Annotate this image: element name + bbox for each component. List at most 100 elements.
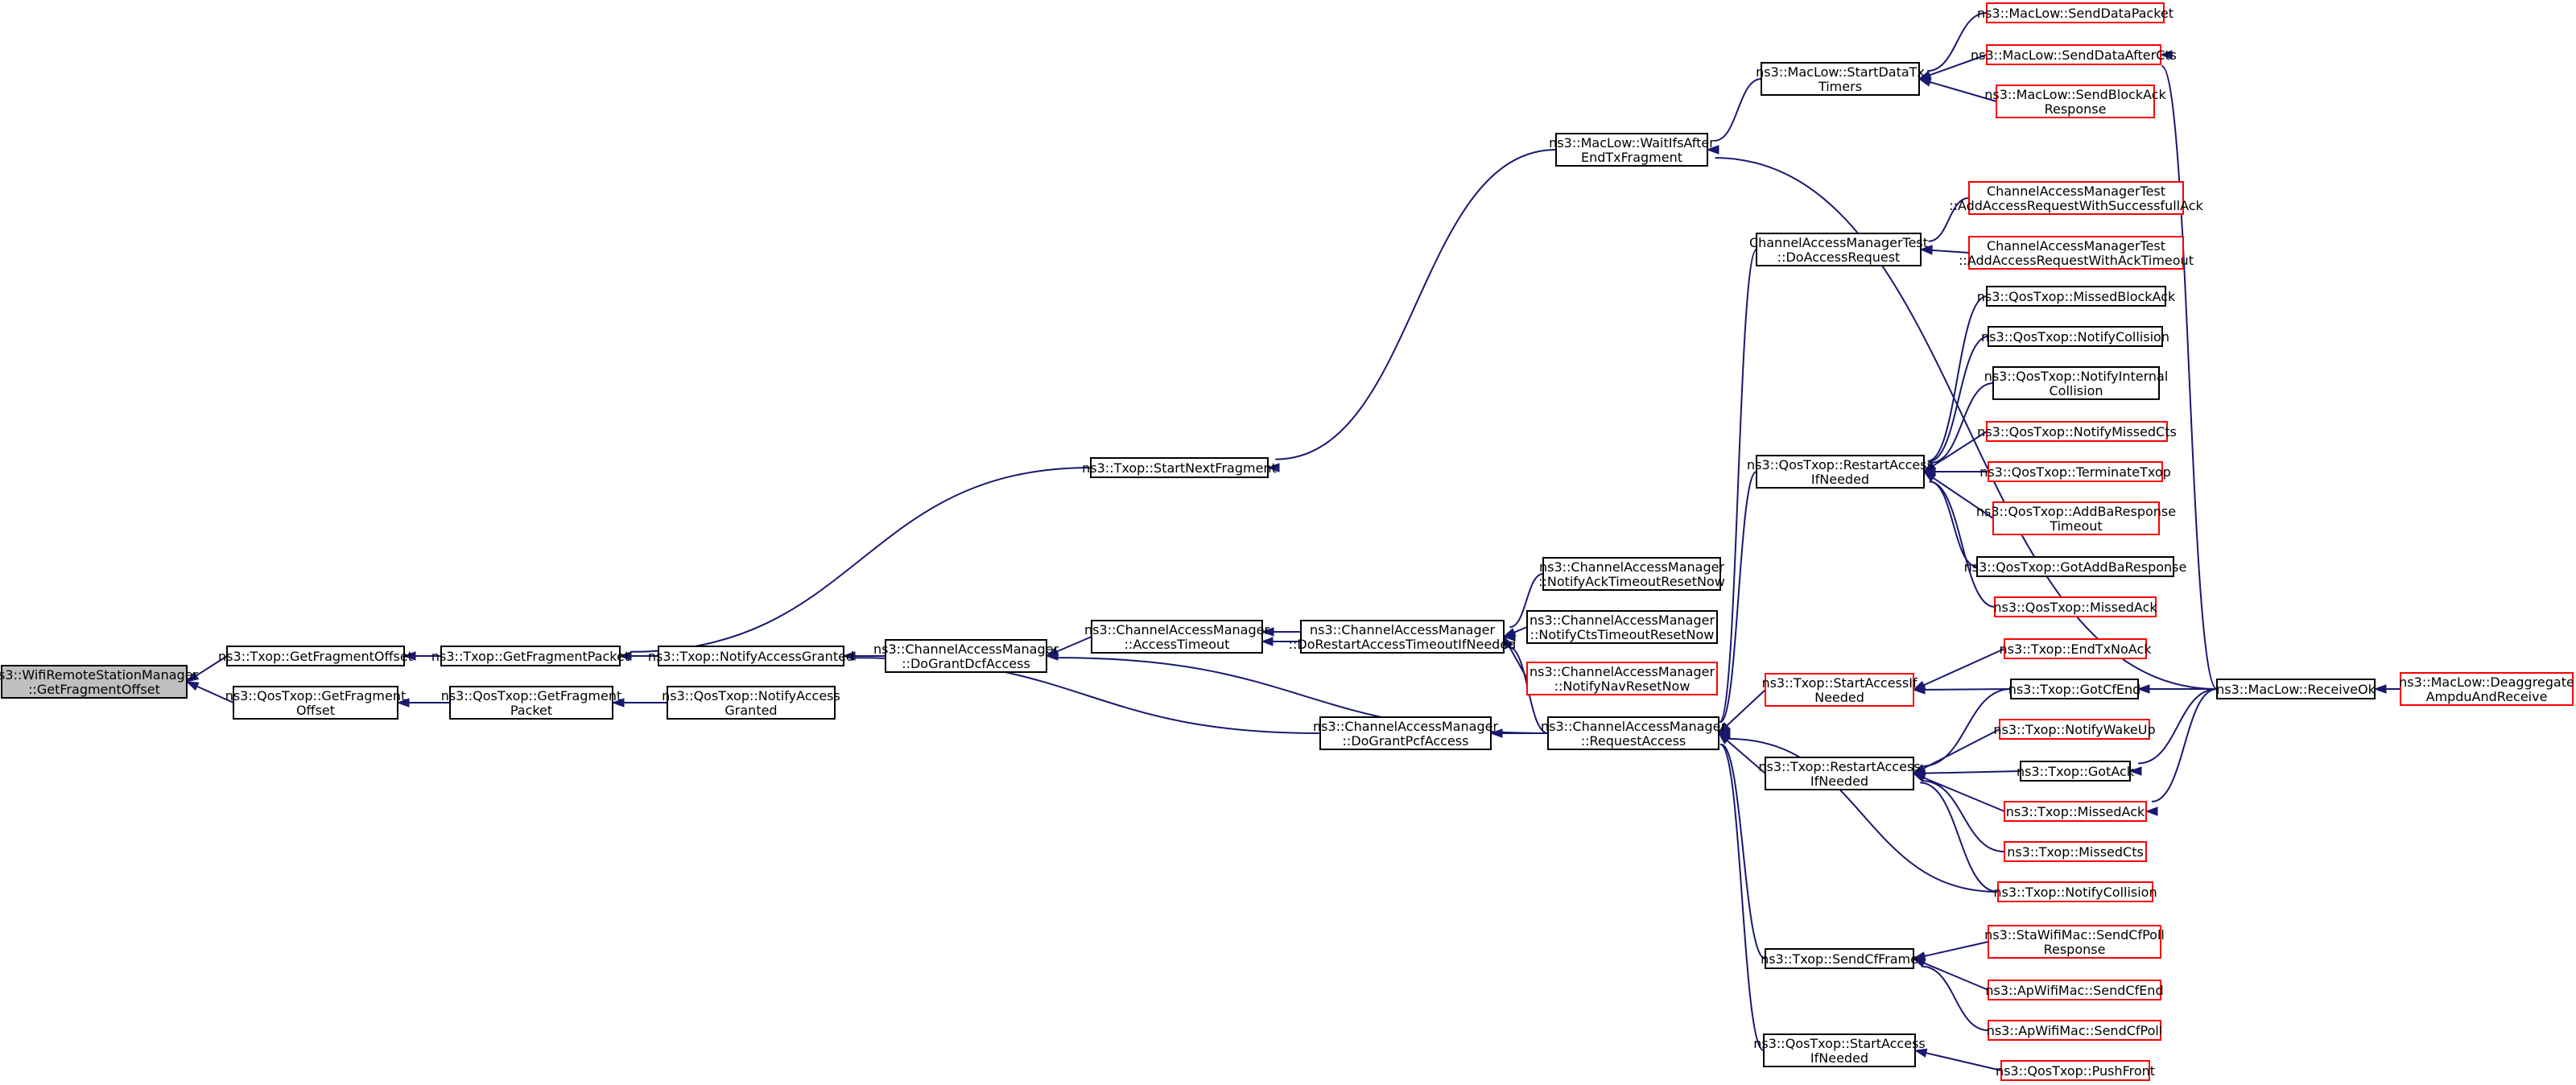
node-label: AmpduAndReceive xyxy=(2426,689,2548,704)
graph-node[interactable]: ns3::Txop::NotifyAccessGranted xyxy=(648,646,854,666)
graph-node[interactable]: ns3::Txop::NotifyCollision xyxy=(1993,881,2157,902)
graph-node[interactable]: ChannelAccessManagerTest::AddAccessReque… xyxy=(1949,181,2204,215)
node-label: ns3::Txop::GetFragmentOffset xyxy=(218,649,413,664)
node-label: ::DoRestartAccessTimeoutIfNeeded xyxy=(1289,637,1517,652)
arrowhead xyxy=(618,651,632,661)
arrowhead xyxy=(1706,145,1719,155)
graph-node[interactable]: ns3::QosTxop::GotAddBaResponse xyxy=(1964,556,2187,577)
node-label: Packet xyxy=(510,703,552,718)
graph-node[interactable]: ns3::Txop::NotifyWakeUp xyxy=(1993,719,2156,740)
call-edge xyxy=(1728,737,1999,893)
graph-node[interactable]: ns3::Txop::GetFragmentPacket xyxy=(431,646,630,666)
call-edge xyxy=(1922,780,2005,852)
node-box xyxy=(2000,1060,2150,1081)
graph-node[interactable]: ns3::MacLow::ReceiveOk xyxy=(2216,679,2376,699)
graph-node[interactable]: ns3::QosTxop::PushFront xyxy=(1996,1060,2155,1081)
node-label: ns3::Txop::RestartAccess xyxy=(1758,759,1920,774)
node-box xyxy=(1994,596,2157,617)
call-edge xyxy=(1719,249,1757,724)
graph-node[interactable]: ns3::QosTxop::NotifyMissedCts xyxy=(1977,421,2177,442)
node-label: ChannelAccessManagerTest xyxy=(1749,235,1928,250)
graph-node[interactable]: ns3::ChannelAccessManager::NotifyNavRese… xyxy=(1526,662,1718,695)
graph-node[interactable]: ns3::WifiRemoteStationManager::GetFragme… xyxy=(0,665,199,699)
graph-node[interactable]: ns3::QosTxop::MissedAck xyxy=(1993,596,2157,617)
node-label: ::NotifyNavResetNow xyxy=(1554,679,1690,694)
graph-node[interactable]: ns3::QosTxop::MissedBlockAck xyxy=(1977,286,2176,307)
arrowhead xyxy=(611,698,625,708)
node-label: ns3::Txop::MissedAck xyxy=(2006,804,2145,819)
node-label: ns3::QosTxop::RestartAccess xyxy=(1747,457,1934,472)
call-edge xyxy=(1926,1052,2002,1071)
graph-node[interactable]: ns3::Txop::MissedCts xyxy=(2004,841,2147,862)
arrowhead xyxy=(1922,467,1936,476)
arrowhead xyxy=(1266,463,1280,472)
node-box xyxy=(1992,366,2160,400)
call-edge xyxy=(1929,54,1988,76)
graph-node[interactable]: ns3::Txop::GotCfEnd xyxy=(2008,679,2141,699)
graph-node[interactable]: ns3::ChannelAccessManager::AccessTimeout xyxy=(1084,620,1269,654)
graph-node[interactable]: ns3::ChannelAccessManager::NotifyCtsTime… xyxy=(1526,610,1718,644)
graph-node[interactable]: ns3::ApWifiMac::SendCfPoll xyxy=(1987,1020,2163,1041)
graph-node[interactable]: ns3::MacLow::SendDataPacket xyxy=(1977,2,2174,23)
node-label: Response xyxy=(2044,942,2106,957)
node-box xyxy=(885,639,1047,673)
node-label: Timeout xyxy=(2049,518,2102,534)
graph-node[interactable]: ns3::QosTxop::NotifyAccessGranted xyxy=(662,686,840,720)
call-edge xyxy=(1931,249,1970,254)
graph-node[interactable]: ChannelAccessManagerTest::DoAccessReques… xyxy=(1749,233,1928,266)
node-box xyxy=(1996,85,2155,118)
call-edge xyxy=(1928,336,1989,463)
call-edge xyxy=(1714,78,1762,142)
graph-node[interactable]: ns3::MacLow::SendDataAfterCts xyxy=(1971,44,2177,65)
node-box xyxy=(2216,679,2376,699)
node-label: ns3::Txop::EndTxNoAck xyxy=(1999,642,2152,657)
call-edge xyxy=(1726,740,1766,774)
graph-node[interactable]: ns3::Txop::GotAck xyxy=(2017,761,2135,782)
node-box xyxy=(2004,638,2147,659)
graph-node[interactable]: ns3::Txop::StartNextFragment xyxy=(1082,457,1277,478)
node-label: ns3::Txop::StartNextFragment xyxy=(1082,460,1277,476)
node-label: ns3::MacLow::SendDataAfterCts xyxy=(1971,47,2177,63)
node-label: ns3::MacLow::WaitIfsAfter xyxy=(1549,135,1715,151)
graph-node[interactable]: ns3::ChannelAccessManager::DoGrantPcfAcc… xyxy=(1313,716,1498,750)
call-edge xyxy=(1924,688,2012,691)
graph-node[interactable]: ns3::Txop::GetFragmentOffset xyxy=(218,646,413,666)
graph-node[interactable]: ns3::QosTxop::NotifyCollision xyxy=(1981,326,2169,347)
graph-node[interactable]: ns3::QosTxop::GetFragmentPacket xyxy=(441,686,622,720)
call-edge xyxy=(2151,688,2218,802)
graph-node[interactable]: ns3::QosTxop::TerminateTxop xyxy=(1979,461,2171,482)
graph-node[interactable]: ns3::Txop::MissedAck xyxy=(2004,801,2147,822)
arrowhead xyxy=(1913,1048,1928,1058)
graph-node[interactable]: ns3::Txop::SendCfFrame xyxy=(1761,948,1918,969)
graph-node[interactable]: ns3::ChannelAccessManager::NotifyAckTime… xyxy=(1538,557,1725,591)
node-label: Offset xyxy=(296,703,335,718)
graph-node[interactable]: ns3::ChannelAccessManager::DoRestartAcce… xyxy=(1289,620,1517,654)
node-label: ns3::MacLow::SendBlockAck xyxy=(1984,87,2166,102)
node-box xyxy=(440,646,621,666)
node-box xyxy=(1547,716,1719,750)
graph-node[interactable]: ns3::ChannelAccessManager::DoGrantDcfAcc… xyxy=(873,639,1059,673)
node-label: ns3::ChannelAccessManager xyxy=(1313,719,1498,734)
graph-node[interactable]: ns3::QosTxop::GetFragmentOffset xyxy=(225,686,407,720)
node-box xyxy=(1756,455,1925,489)
graph-node[interactable]: ns3::ChannelAccessManager::RequestAccess xyxy=(1541,716,1726,750)
node-label: ns3::Txop::MissedCts xyxy=(2007,844,2144,860)
node-label: ns3::ApWifiMac::SendCfPoll xyxy=(1987,1023,2163,1038)
arrowhead xyxy=(1912,954,1926,963)
node-label: ns3::MacLow::ReceiveOk xyxy=(2216,682,2376,697)
graph-node[interactable]: ChannelAccessManagerTest::AddAccessReque… xyxy=(1959,236,2194,270)
node-label: Needed xyxy=(1814,690,1864,705)
graph-node[interactable]: ns3::ApWifiMac::SendCfEnd xyxy=(1985,980,2164,1000)
graph-node[interactable]: ns3::Txop::EndTxNoAck xyxy=(1999,638,2152,659)
